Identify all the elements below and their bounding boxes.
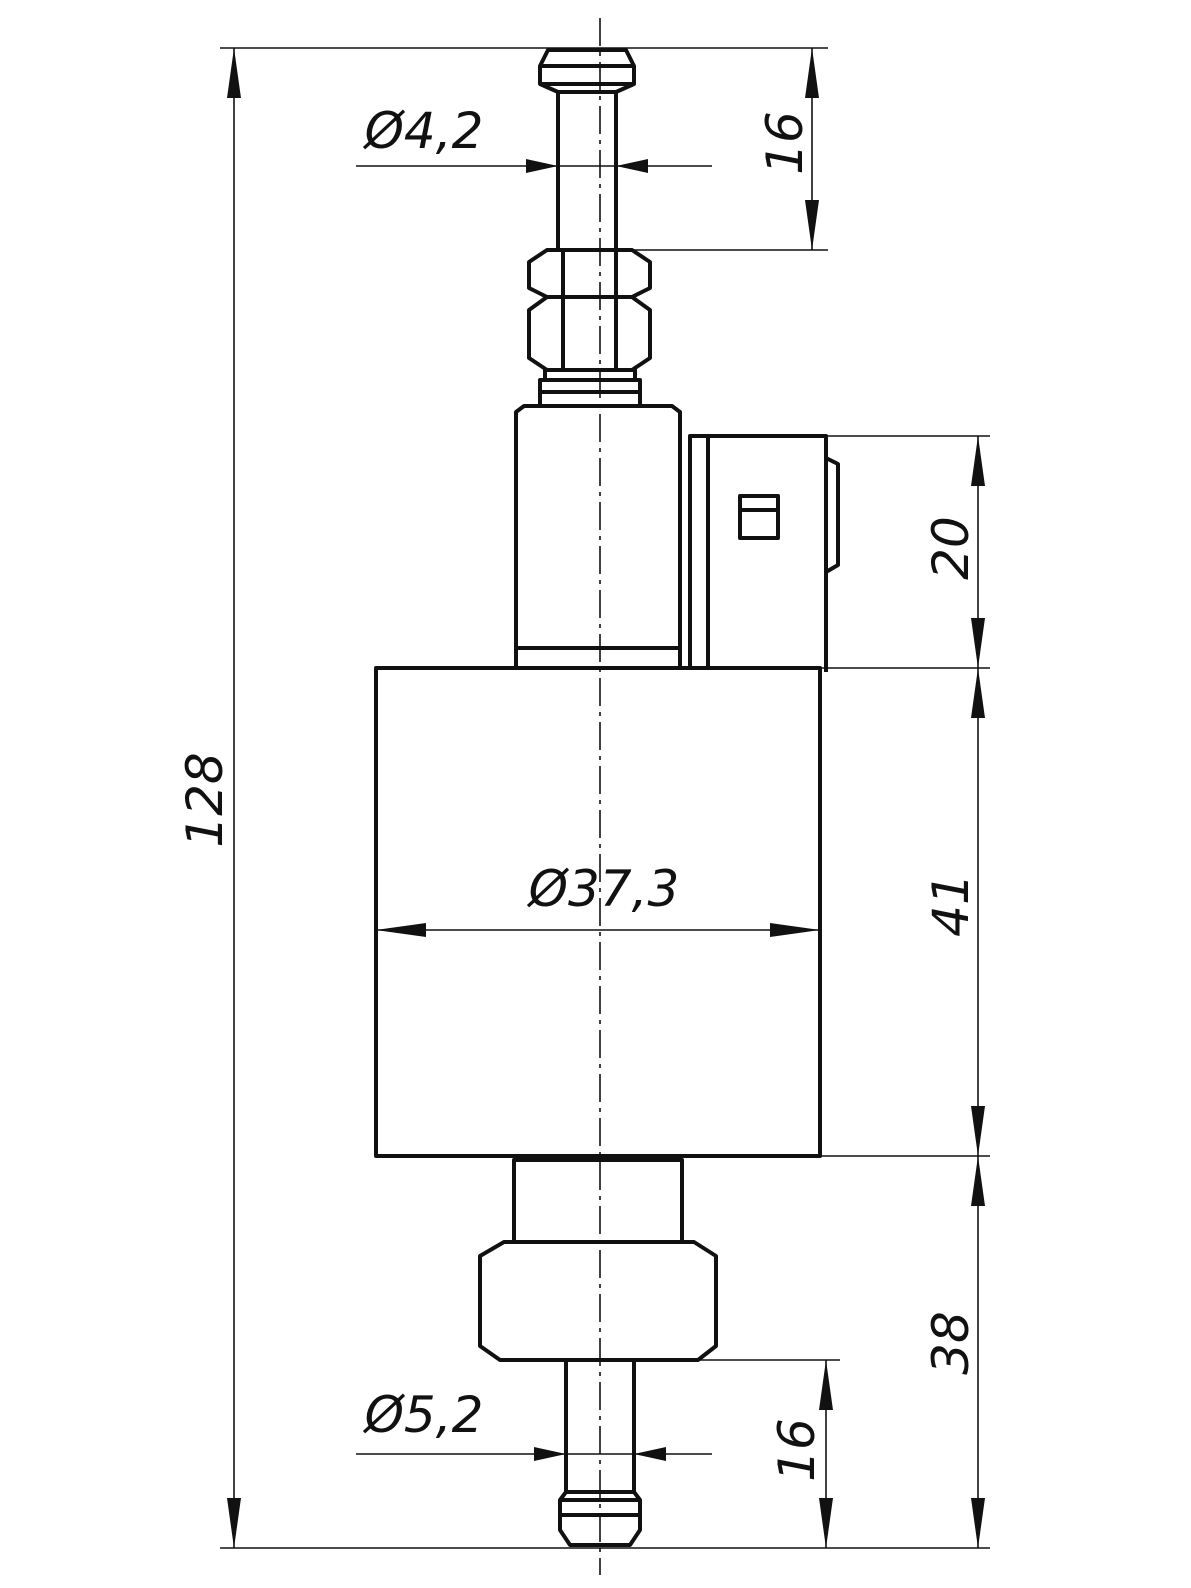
dim-bottom-fitting-length — [819, 1360, 833, 1548]
upper-nut — [527, 248, 652, 299]
dim-body-length — [971, 668, 985, 1156]
label-bottom-section-length: 38 — [922, 1311, 980, 1375]
dim-connector-height — [971, 436, 985, 668]
dim-bottom-fitting-diameter — [356, 1447, 712, 1461]
label-body-length: 41 — [922, 873, 980, 937]
label-top-fitting-diameter: Ø4,2 — [363, 102, 484, 160]
connector-latch-icon — [738, 494, 780, 540]
top-hose-barb — [538, 48, 636, 250]
bottom-nut — [478, 1240, 718, 1362]
label-body-diameter: Ø37,3 — [527, 860, 680, 918]
dim-bottom-section-length — [971, 1156, 985, 1548]
lower-nut — [527, 295, 652, 372]
dim-body-diameter — [376, 923, 820, 937]
lower-stem — [512, 1158, 684, 1244]
label-overall-length: 128 — [176, 752, 234, 847]
dim-overall-length — [227, 48, 241, 1548]
label-top-fitting-length: 16 — [756, 111, 814, 175]
label-bottom-fitting-length: 16 — [768, 1418, 826, 1482]
pump-body — [374, 666, 822, 1158]
extension-lines — [220, 47, 990, 1549]
coil-housing — [514, 404, 682, 668]
label-bottom-fitting-diameter: Ø5,2 — [363, 1386, 484, 1444]
threaded-collar — [538, 368, 642, 408]
bottom-hose-barb — [558, 1360, 642, 1547]
label-connector-height: 20 — [922, 516, 980, 580]
electrical-connector — [688, 434, 840, 672]
dim-top-fitting-diameter — [356, 159, 712, 173]
dim-top-fitting-length — [805, 48, 819, 250]
